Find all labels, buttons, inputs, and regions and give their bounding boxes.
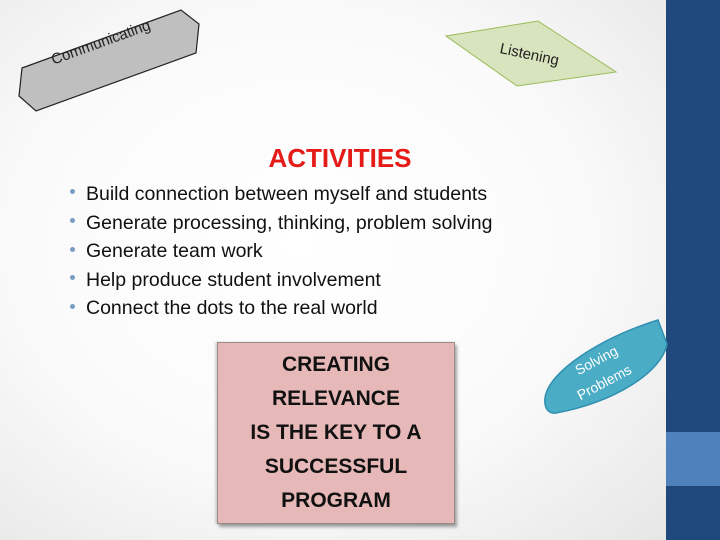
key-message-box: CREATING RELEVANCE IS THE KEY TO A SUCCE… bbox=[217, 342, 455, 524]
list-item-text: Help produce student involvement bbox=[86, 268, 381, 291]
key-message-line: RELEVANCE bbox=[272, 387, 400, 410]
slide-title: ACTIVITIES bbox=[268, 143, 412, 173]
list-item: Help produce student involvement bbox=[70, 266, 492, 295]
key-message-line: PROGRAM bbox=[281, 489, 391, 512]
key-message-line: SUCCESSFUL bbox=[264, 455, 408, 478]
bullet-icon bbox=[70, 189, 75, 195]
side-decoration-band bbox=[666, 432, 720, 486]
bullet-icon bbox=[70, 246, 75, 252]
list-item-text: Generate team work bbox=[86, 240, 263, 263]
communicating-shape bbox=[18, 9, 200, 112]
activities-list: Build connection between myself and stud… bbox=[70, 180, 492, 323]
key-message-line: CREATING bbox=[281, 353, 391, 376]
solving-problems-shape bbox=[544, 319, 668, 414]
list-item-text: Connect the dots to the real world bbox=[86, 297, 378, 320]
list-item: Generate processing, thinking, problem s… bbox=[70, 209, 492, 238]
list-item-text: Generate processing, thinking, problem s… bbox=[86, 211, 493, 234]
list-item-text: Build connection between myself and stud… bbox=[86, 183, 488, 205]
list-item: Generate team work bbox=[70, 237, 492, 266]
bullet-icon bbox=[70, 275, 75, 281]
list-item: Connect the dots to the real world bbox=[70, 294, 492, 323]
key-message-line: IS THE KEY TO A bbox=[250, 421, 422, 444]
bullet-icon bbox=[70, 217, 75, 223]
listening-shape bbox=[444, 20, 618, 87]
bullet-icon bbox=[70, 303, 75, 309]
list-item: Build connection between myself and stud… bbox=[70, 180, 492, 209]
